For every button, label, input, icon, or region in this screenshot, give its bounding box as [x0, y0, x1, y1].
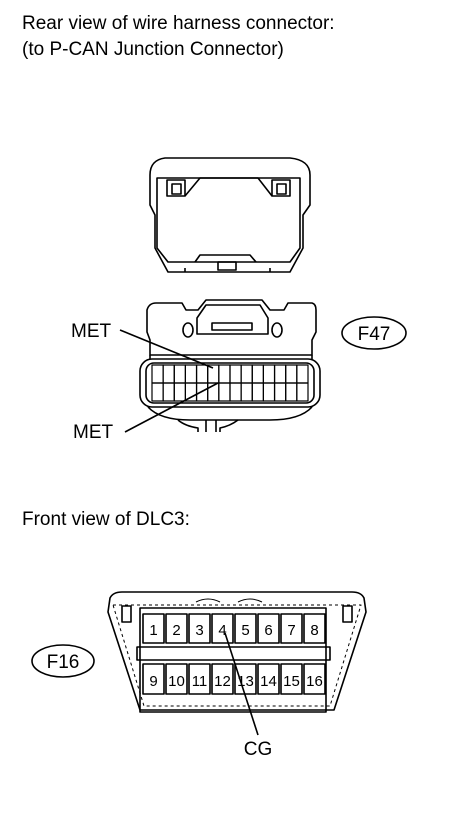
met-label-lower: MET — [73, 422, 114, 443]
harness-caption-line1: Rear view of wire harness connector: — [22, 13, 335, 34]
f47-pin-cavity — [251, 382, 265, 402]
f16-pin-number: 16 — [306, 673, 323, 690]
harness-connector-housing — [149, 157, 311, 273]
harness-caption-line2: (to P-CAN Junction Connector) — [22, 39, 284, 60]
f16-pin-cell — [303, 613, 326, 644]
f16-pin-cell — [280, 663, 303, 695]
cg-label: CG — [244, 739, 273, 760]
f47-pin-cavity — [229, 364, 242, 384]
f16-pin-number: 11 — [192, 673, 208, 690]
dlc3-connector — [107, 591, 367, 713]
f16-pin-cell — [211, 613, 234, 644]
f16-pin-cell — [211, 663, 234, 695]
f47-pin-cavity — [218, 382, 231, 402]
f16-pin-number: 14 — [260, 673, 277, 690]
f16-pin-cell — [142, 613, 165, 644]
f16-code-oval — [31, 644, 95, 678]
f47-pin-cavity — [296, 364, 309, 384]
f16-connector-code: F16 — [47, 652, 80, 673]
f16-pin-number: 15 — [283, 673, 300, 690]
f47-pin-cavity — [274, 382, 287, 402]
f16-pin-number: 5 — [241, 622, 249, 639]
f16-pin-number: 9 — [149, 673, 157, 690]
met-label-upper: MET — [71, 321, 112, 342]
f16-pin-number: 13 — [237, 673, 254, 690]
f47-met-lower-leader — [124, 382, 219, 433]
f16-pin-number: 8 — [310, 622, 318, 639]
f47-pin-cavity — [173, 364, 187, 384]
f47-pin-cavity — [274, 364, 287, 384]
f16-pin-cell — [280, 613, 303, 644]
f47-pin-cavity — [240, 382, 253, 402]
f47-connector — [139, 299, 321, 432]
f16-pin-cell — [234, 613, 257, 644]
f16-pin-cell — [188, 663, 211, 695]
f16-pin-number: 3 — [195, 622, 203, 639]
f16-pin-number: 2 — [172, 622, 180, 639]
f47-pin-cavity — [229, 382, 242, 402]
f16-pin-number: 12 — [214, 673, 231, 690]
f47-pin-cavity — [218, 364, 231, 384]
f47-pin-cavity — [285, 382, 298, 402]
f47-connector-code: F47 — [358, 324, 391, 345]
f47-pin-cavity — [240, 364, 253, 384]
f47-pin-cavity — [151, 382, 164, 402]
f16-pin-cell — [303, 663, 326, 695]
f16-pin-cell — [257, 613, 280, 644]
f47-pin-cavity — [162, 382, 175, 402]
f16-pin-number: 1 — [149, 622, 157, 639]
f47-pin-cavity — [262, 382, 276, 402]
dlc3-caption: Front view of DLC3: — [22, 509, 190, 530]
f47-pin-cavity — [285, 364, 298, 384]
f47-pin-cavity — [184, 364, 198, 384]
f47-pin-cavity — [162, 364, 175, 384]
f47-code-oval — [341, 316, 407, 350]
f16-pin-cell — [165, 663, 188, 695]
f16-pin-number: 6 — [264, 622, 272, 639]
f16-pin-number: 4 — [218, 622, 226, 639]
f47-met-upper-leader — [119, 329, 214, 369]
f47-pin-grid — [151, 364, 309, 402]
f47-pin-cavity — [184, 382, 198, 402]
f16-pin-number: 10 — [168, 673, 185, 690]
f16-pin-number: 7 — [287, 622, 295, 639]
f16-pin-cell — [257, 663, 280, 695]
f47-pin-cavity — [196, 364, 209, 384]
f16-pin-cell — [188, 613, 211, 644]
f47-pin-cavity — [296, 382, 309, 402]
f47-pin-cavity — [151, 364, 164, 384]
f16-pin-cell — [165, 613, 188, 644]
f16-top-pin-row — [142, 613, 326, 644]
f47-pin-cavity — [262, 364, 276, 384]
f16-pin-cell — [142, 663, 165, 695]
f16-cg-leader — [224, 632, 259, 736]
f47-pin-cavity — [207, 364, 220, 384]
f16-bottom-pin-row — [142, 663, 326, 695]
f47-pin-cavity — [173, 382, 187, 402]
f47-pin-cavity — [251, 364, 265, 384]
